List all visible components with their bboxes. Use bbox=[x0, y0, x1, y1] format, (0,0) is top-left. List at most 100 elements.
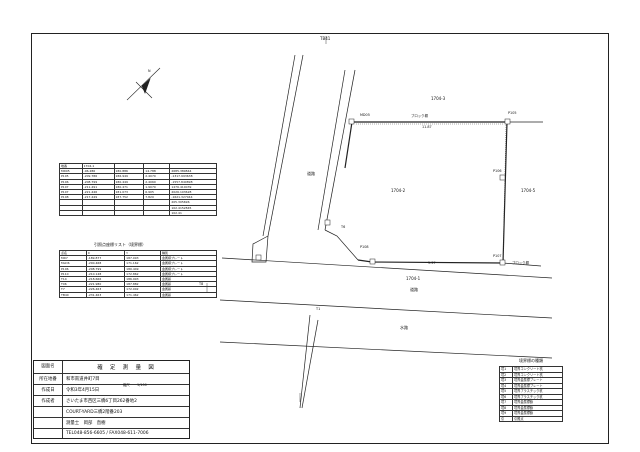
neighbor-boundary-bottom bbox=[502, 262, 542, 267]
title-block-value: COURT-YARD三橋2階番203 bbox=[66, 410, 123, 415]
table-cell: 引 bbox=[499, 415, 513, 422]
table-cell: 境界金属標鋲 bbox=[511, 410, 564, 417]
point-md05-marker bbox=[348, 118, 355, 125]
title-block-key: 作成日 bbox=[34, 385, 63, 395]
block-wall-hatch-right bbox=[502, 124, 507, 261]
point-corner-marker bbox=[255, 254, 262, 261]
block-wall-right-label: ブロック塀 bbox=[512, 261, 529, 265]
road-right-edge-line bbox=[324, 69, 356, 231]
road-left-edge-line bbox=[267, 54, 304, 237]
point-p107-label: P107 bbox=[493, 254, 502, 258]
title-block-row: TEL048-856-6605 / FAX048-611-7006 bbox=[34, 429, 189, 438]
diagonal-road-edge-2 bbox=[301, 319, 319, 409]
road-corner-curve bbox=[324, 229, 359, 261]
scale-value: 1/100 bbox=[137, 383, 147, 387]
title-block-row: 測量士 岡部 直樹 bbox=[34, 418, 189, 429]
title-block-value: TEL048-856-6605 / FAX048-611-7006 bbox=[66, 431, 149, 436]
dim-bottom-label: 5.37 bbox=[428, 261, 436, 265]
waterway-label: 水路 bbox=[400, 325, 408, 330]
table-cell: -231.463 bbox=[85, 291, 126, 298]
point-p109-marker bbox=[324, 219, 331, 226]
title-block-value: 測量士 岡部 直樹 bbox=[66, 421, 106, 426]
dim-top-label: 11.87 bbox=[422, 125, 432, 129]
marker-t-label: T1 bbox=[316, 307, 321, 311]
lot-1704-1-label: 1704-1 bbox=[406, 276, 421, 281]
lot-1704-3-label: 1704-3 bbox=[431, 96, 446, 101]
corner-block bbox=[251, 235, 269, 263]
table-cell: 102.41 bbox=[169, 209, 217, 217]
point-md05-label: MD05 bbox=[360, 113, 370, 117]
point-p106-label: P106 bbox=[493, 169, 502, 173]
road-right-edge-line-2 bbox=[317, 69, 346, 231]
table-cell: 境界金属標鋲 bbox=[511, 404, 564, 411]
title-block-row: 所在地番和市南道井町7目 bbox=[34, 374, 189, 385]
road-south-edge bbox=[221, 257, 553, 279]
title-block-value: 和市南道井町7目 bbox=[66, 377, 100, 382]
table-cell: 境界金属標プレート bbox=[511, 382, 564, 389]
title-block: 図面名確 定 測 量 図所在地番和市南道井町7目作成日令和3年4月15日作成者さ… bbox=[33, 360, 190, 439]
waterway-north-edge bbox=[219, 299, 553, 319]
title-block-row: COURT-YARD三橋2階番203 bbox=[34, 407, 189, 418]
road-left-label: 道路 bbox=[307, 171, 315, 176]
point-p106-marker bbox=[499, 174, 506, 181]
title-block-value: 確 定 測 量 図 bbox=[97, 365, 155, 371]
point-p105-marker bbox=[504, 118, 511, 125]
title-block-key bbox=[34, 418, 63, 428]
table-cell: 境界コンクリート杭 bbox=[511, 366, 564, 373]
waterway-south-edge bbox=[219, 341, 553, 359]
title-block-value: 令和3年4月15日 bbox=[66, 388, 100, 393]
road-left-edge-line-2 bbox=[262, 54, 296, 237]
area-table-row: 102.41 bbox=[59, 209, 217, 217]
lot-1704-5-label: 1704-5 bbox=[521, 188, 536, 193]
title-block-row: 作成者さいたま市西区三橋6丁目262番地2 bbox=[34, 396, 189, 407]
table-cell bbox=[81, 209, 115, 217]
north-label: N bbox=[148, 69, 151, 73]
table-cell: 境界プラスチック杭 bbox=[511, 388, 564, 395]
title-block-key: 所在地番 bbox=[34, 374, 63, 384]
title-block-key: 作成者 bbox=[34, 396, 63, 406]
point-p108-marker bbox=[369, 258, 376, 265]
title-block-key bbox=[34, 407, 63, 417]
diagonal-road-edge bbox=[299, 314, 311, 409]
lot-1704-2-label: 1704-2 bbox=[391, 188, 406, 193]
point-p107-marker bbox=[499, 259, 506, 266]
scale-label: 縮尺 bbox=[123, 383, 130, 387]
legend-row: 引引照点 bbox=[499, 415, 564, 422]
title-block-key: 図面名 bbox=[34, 361, 63, 373]
title-block-value: さいたま市西区三橋6丁目262番地2 bbox=[66, 399, 137, 404]
table-cell: 引照点 bbox=[511, 415, 564, 422]
table-cell: 金属鋲 bbox=[160, 291, 217, 298]
boundary-list-title: 引照点座標リスト（境界標） bbox=[94, 242, 146, 247]
table-cell bbox=[143, 209, 171, 217]
table-cell: TB40 bbox=[59, 291, 87, 298]
table-cell: 境界コンクリート杭 bbox=[511, 371, 564, 378]
block-wall-top-label: ブロック塀 bbox=[411, 114, 428, 118]
table-cell: 境界プラスチック杭 bbox=[511, 393, 564, 400]
title-block-row: 作成日令和3年4月15日 bbox=[34, 385, 189, 396]
legend-title: 境界標の種類 bbox=[519, 358, 543, 363]
table-cell: 境界金属標プレート bbox=[511, 377, 564, 384]
table-cell bbox=[59, 209, 83, 217]
lot-west-edge bbox=[344, 121, 353, 169]
drawing-sheet bbox=[31, 33, 609, 444]
table-cell bbox=[113, 209, 145, 217]
point-p109-label: T6 bbox=[341, 225, 346, 229]
title-block-row: 図面名 確 定 測 量 図 bbox=[34, 361, 189, 374]
point-p105-label: P105 bbox=[508, 111, 517, 115]
